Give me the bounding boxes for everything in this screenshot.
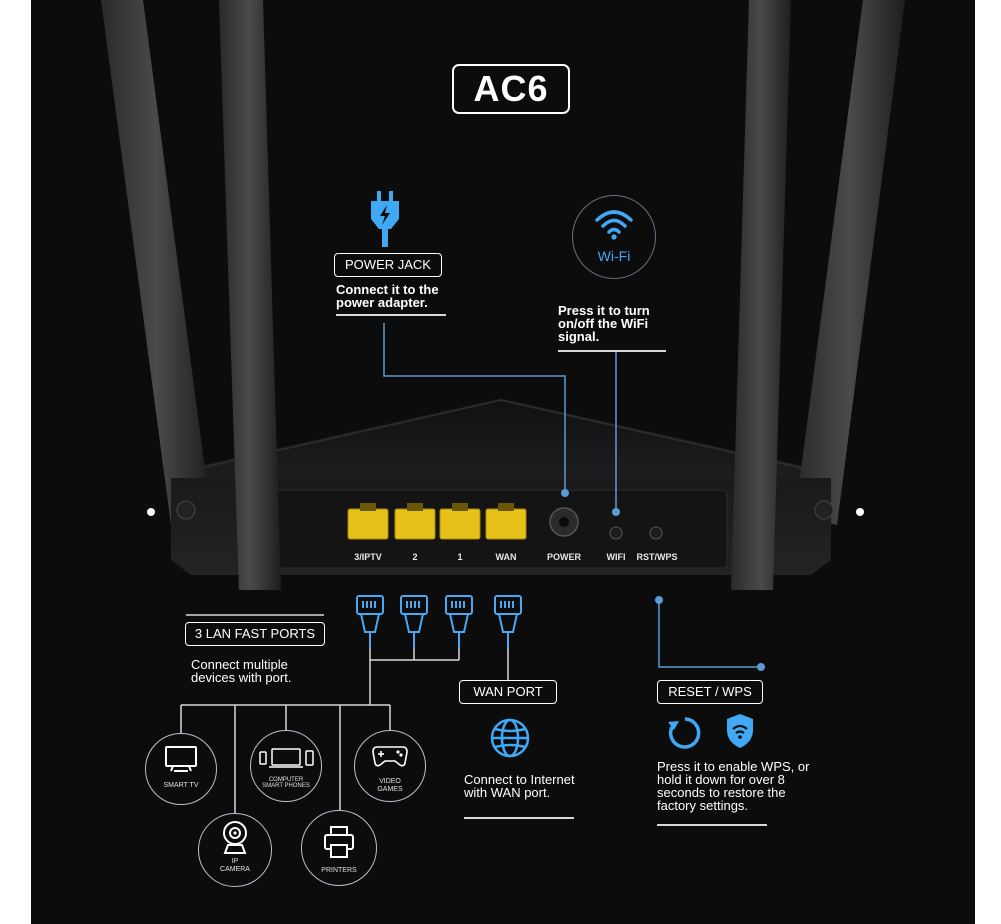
laptop-phone-icon xyxy=(259,748,314,768)
wan-port-badge: WAN PORT xyxy=(459,680,557,704)
port-label-lan2: 2 xyxy=(412,552,418,562)
port-label-lan1: 1 xyxy=(457,552,463,562)
reset-underline xyxy=(657,824,767,826)
wifi-icon-label: Wi-Fi xyxy=(597,248,631,264)
port-label-wan: WAN xyxy=(495,552,517,562)
globe-icon xyxy=(490,718,530,758)
smart-tv-label: SMART TV xyxy=(163,782,199,789)
model-badge: AC6 xyxy=(452,64,570,114)
wifi-description: Press it to turn on/off the WiFi signal. xyxy=(558,303,650,344)
wifi-icon xyxy=(595,210,633,240)
device-ip-camera xyxy=(198,813,272,887)
antenna-right-outer xyxy=(795,0,905,525)
lan-ports-description: Connect multiple devices with port. xyxy=(191,657,292,685)
ip-camera-icon xyxy=(223,821,247,854)
reset-wps-badge: RESET / WPS xyxy=(657,680,763,704)
power-jack-badge: POWER JACK xyxy=(334,253,442,277)
reset-icon xyxy=(668,717,701,749)
reset-wps-description: Press it to enable WPS, or hold it down … xyxy=(657,759,810,813)
power-jack-underline xyxy=(336,314,446,316)
wifi-underline xyxy=(558,350,666,352)
computer-label: COMPUTER SMART PHONES xyxy=(262,777,310,789)
wan-underline xyxy=(464,817,574,819)
ip-camera-label: IP CAMERA xyxy=(220,858,250,873)
wan-port-description: Connect to Internet with WAN port. xyxy=(464,772,575,800)
power-plug-icon xyxy=(371,191,399,247)
device-computer xyxy=(250,730,322,802)
product-diagram: AC6 POWER JACK Connect it to the power a… xyxy=(31,0,975,924)
device-video-games xyxy=(354,730,426,802)
port-label-rst-wps: RST/WPS xyxy=(636,552,678,562)
printer-icon xyxy=(324,826,354,858)
antenna-left-inner xyxy=(219,0,281,590)
router-illustration xyxy=(101,0,905,813)
video-games-label: VIDEO GAMES xyxy=(377,778,403,793)
wps-shield-icon xyxy=(727,714,753,748)
gamepad-icon xyxy=(372,746,408,767)
smart-tv-icon xyxy=(165,746,197,772)
antenna-left-outer xyxy=(101,0,211,525)
port-label-power: POWER xyxy=(546,552,581,562)
printers-label: PRINTERS xyxy=(321,867,357,874)
device-smart-tv xyxy=(145,733,217,805)
antenna-right-inner xyxy=(731,0,791,590)
power-jack-description: Connect it to the power adapter. xyxy=(336,282,439,310)
port-label-iptv: 3/IPTV xyxy=(354,552,382,562)
port-label-wifi: WIFI xyxy=(606,552,626,562)
lan-ports-badge: 3 LAN FAST PORTS xyxy=(185,622,325,646)
